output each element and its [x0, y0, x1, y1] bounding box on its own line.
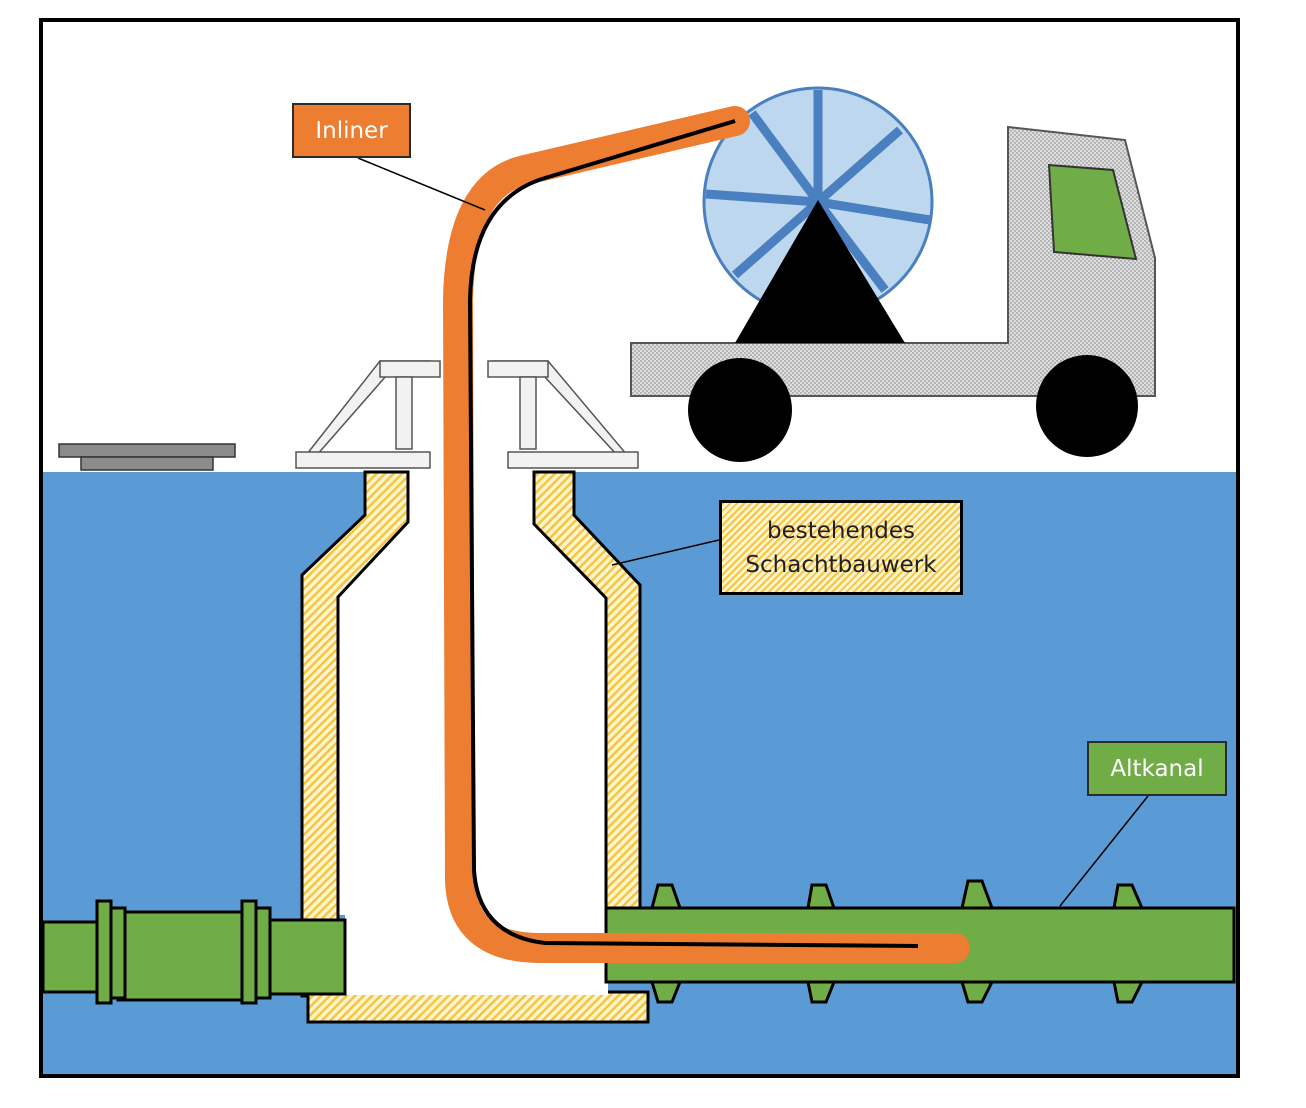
left-pipe-flange-1b — [109, 906, 127, 1000]
guide-frame — [295, 360, 639, 469]
schacht-leader-line — [611, 539, 720, 566]
joint-bottom-1 — [649, 980, 683, 1004]
schachtbauwerk-label: bestehendes Schachtbauwerk — [719, 500, 963, 595]
truck-wheel-front — [1036, 355, 1138, 457]
joint-bottom-3 — [959, 980, 995, 1004]
diagram-border — [39, 18, 1240, 1078]
altkanal-label: Altkanal — [1087, 741, 1227, 796]
joint-bottom-4 — [1112, 980, 1145, 1004]
truck-window — [1047, 163, 1138, 261]
drum-stand — [735, 200, 905, 343]
altkanal-leader-line — [1059, 795, 1149, 907]
joint-top-2 — [806, 883, 837, 910]
drum-spokes — [705, 90, 931, 293]
inliner-tube — [443, 106, 970, 963]
truck-icon — [630, 125, 1156, 462]
frame-post-left — [395, 376, 413, 450]
cable-drum-icon — [702, 86, 934, 343]
frame-top-bar-left — [379, 360, 441, 378]
joint-top-1 — [650, 883, 683, 910]
truck-wheel-rear — [688, 358, 792, 462]
inliner-label: Inliner — [292, 103, 411, 158]
shaft-floor — [306, 990, 650, 1024]
left-pipe-segment — [268, 918, 347, 996]
left-pipe-flange-1 — [95, 899, 113, 1005]
altkanal-joints — [649, 879, 1145, 1004]
joint-bottom-2 — [806, 980, 837, 1004]
manhole-cover-base — [80, 456, 214, 471]
frame-post-right — [519, 376, 537, 450]
frame-foot-right — [507, 451, 639, 469]
left-pipe-flange-2b — [254, 906, 272, 1000]
left-pipe-sleeve — [116, 910, 247, 1002]
frame-foot-left — [295, 451, 431, 469]
inliner-leader-line — [357, 157, 486, 211]
joint-top-4 — [1112, 883, 1145, 910]
manhole-cover-icon — [58, 443, 236, 458]
joint-top-3 — [960, 879, 995, 910]
left-pipe-flange-2 — [240, 899, 258, 1005]
inliner-core — [467, 119, 919, 948]
frame-top-bar-right — [487, 360, 549, 378]
